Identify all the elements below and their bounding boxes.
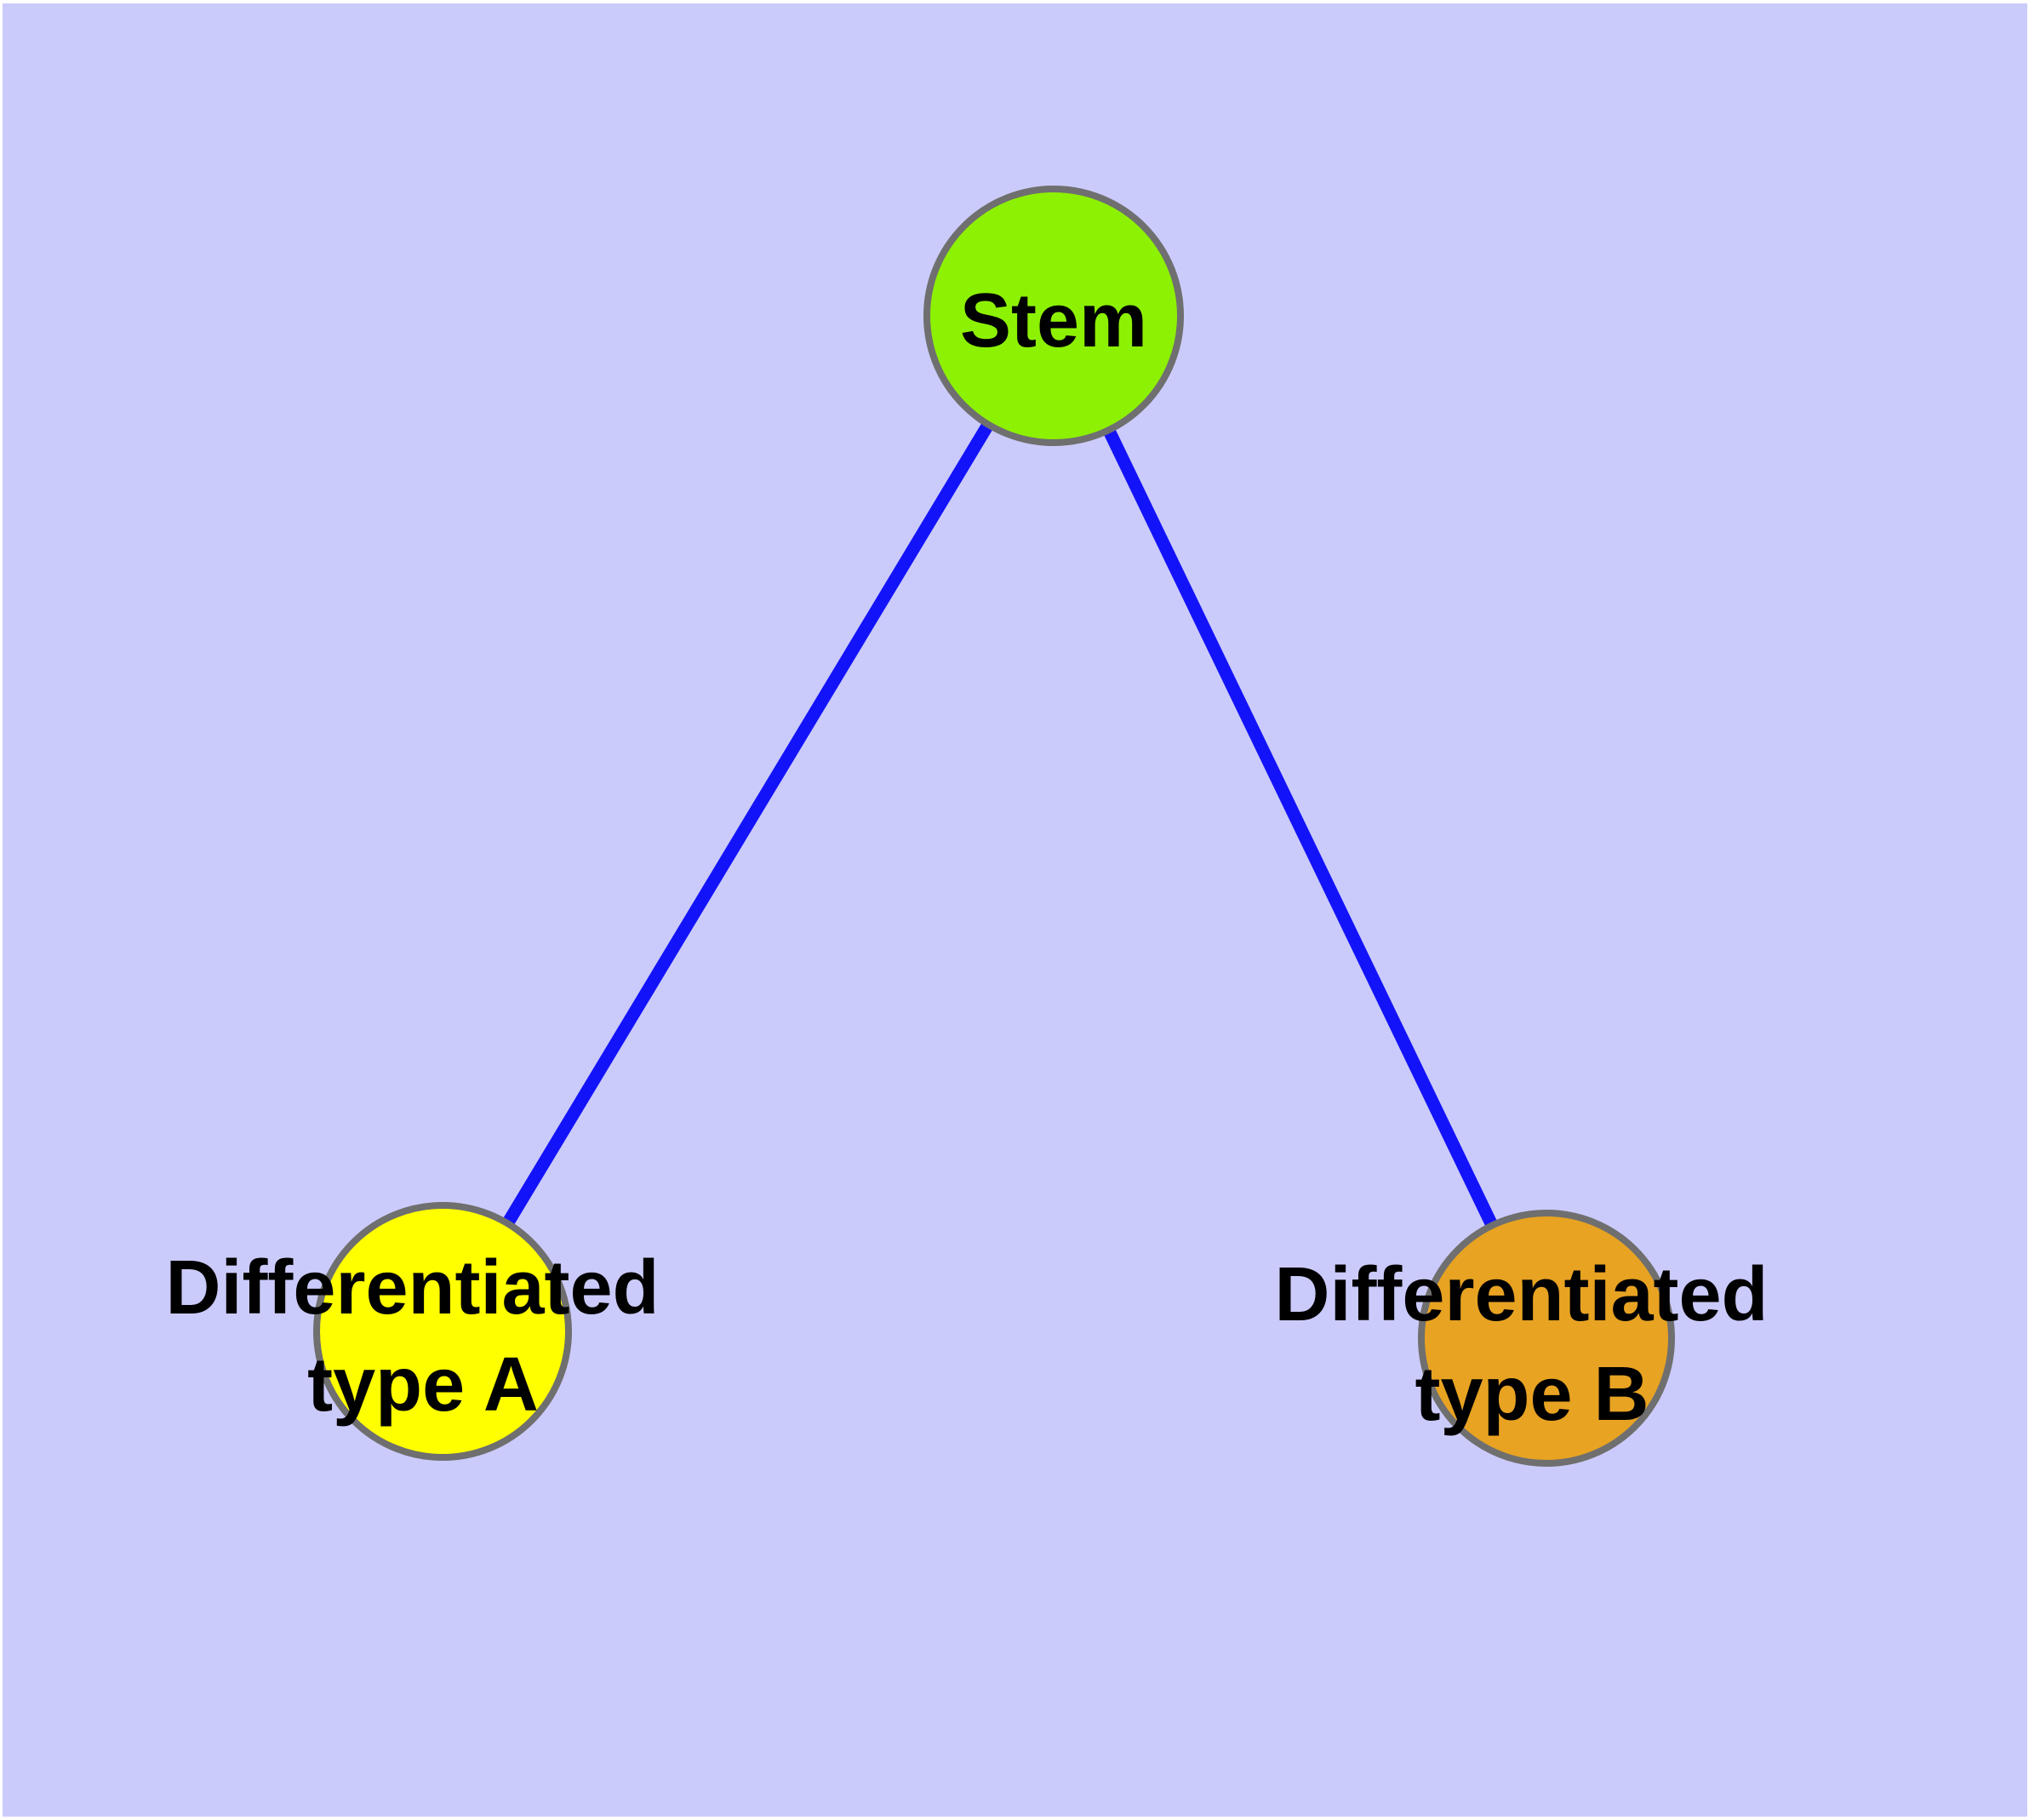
node-type-a-label: Differentiated type A <box>165 1245 680 1428</box>
node-type-b-label-line2: type B <box>1415 1352 1649 1437</box>
edge-stem-to-type-a <box>437 312 1060 1335</box>
node-type-a-label-line2: type A <box>307 1342 539 1428</box>
node-stem-label: Stem <box>960 278 1147 363</box>
node-type-b <box>1418 1210 1675 1467</box>
node-stem <box>923 186 1184 446</box>
node-type-a-label-line1: Differentiated <box>165 1245 659 1331</box>
edge-stem-to-type-b <box>1048 312 1552 1342</box>
node-type-b-label-line1: Differentiated <box>1274 1252 1768 1337</box>
node-type-a <box>313 1202 572 1461</box>
node-type-b-label: Differentiated type B <box>1274 1252 1789 1437</box>
